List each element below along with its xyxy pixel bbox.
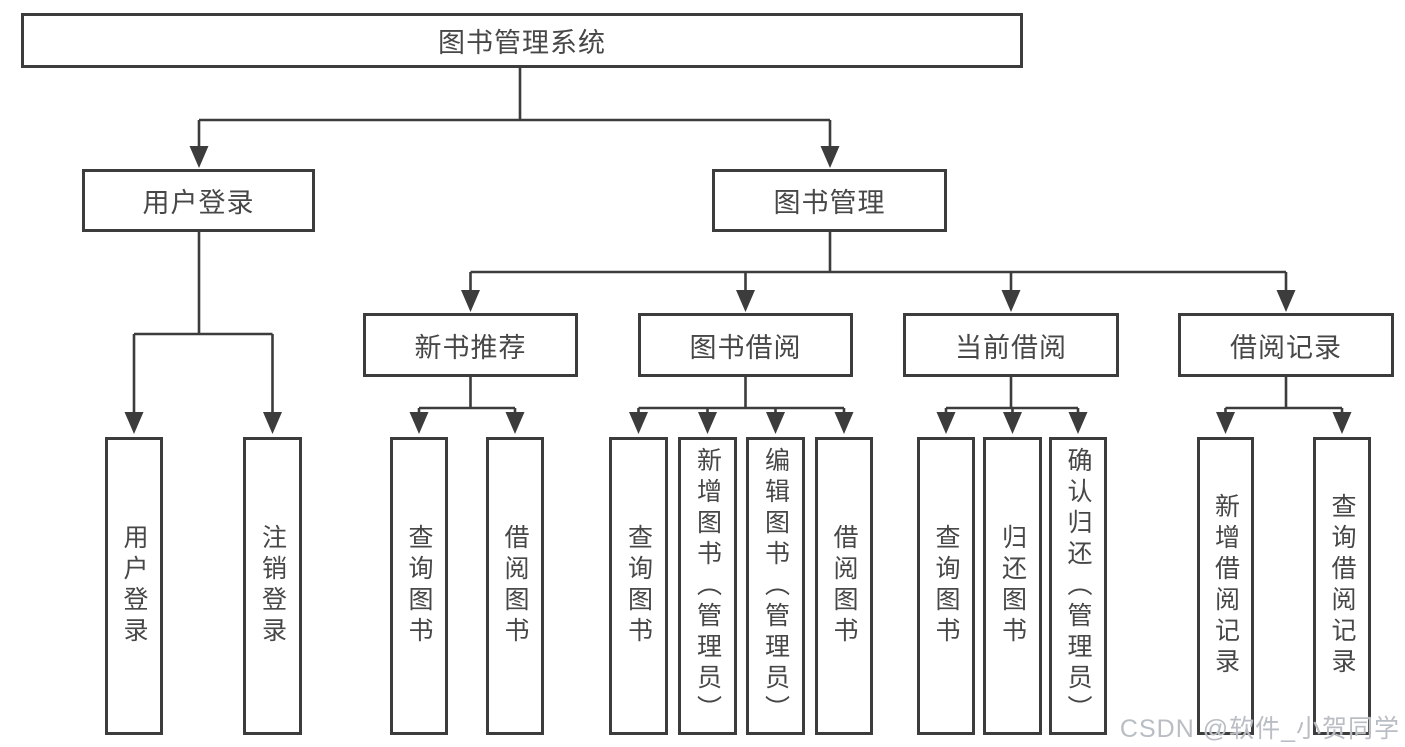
node-current-borrow: 当前借阅 xyxy=(903,313,1119,377)
leaf-borrow-books-recommend: 借阅图书 xyxy=(486,437,544,735)
leaf-query-books-borrow: 查询图书 xyxy=(609,437,668,735)
node-user-login: 用户登录 xyxy=(82,169,315,232)
leaf-query-books-current: 查询图书 xyxy=(917,437,975,735)
csdn-watermark: CSDN @软件_小贺同学 xyxy=(1119,715,1400,743)
leaf-query-borrow-record: 查询借阅记录 xyxy=(1313,437,1371,735)
leaf-add-books-admin: 新增图书（管理员） xyxy=(678,437,737,735)
leaf-query-books-recommend: 查询图书 xyxy=(390,437,448,735)
node-book-borrow: 图书借阅 xyxy=(638,313,853,377)
node-root-system: 图书管理系统 xyxy=(21,13,1023,68)
node-borrow-records: 借阅记录 xyxy=(1178,313,1394,377)
leaf-borrow-books: 借阅图书 xyxy=(815,437,873,735)
node-new-book-recommend: 新书推荐 xyxy=(363,313,578,377)
node-book-management: 图书管理 xyxy=(712,169,947,232)
leaf-add-borrow-record: 新增借阅记录 xyxy=(1197,437,1254,735)
leaf-logout: 注销登录 xyxy=(243,437,302,735)
leaf-confirm-return-admin: 确认归还（管理员） xyxy=(1049,437,1107,735)
leaf-edit-books-admin: 编辑图书（管理员） xyxy=(746,437,805,735)
leaf-user-login: 用户登录 xyxy=(105,437,163,735)
leaf-return-books: 归还图书 xyxy=(983,437,1042,735)
